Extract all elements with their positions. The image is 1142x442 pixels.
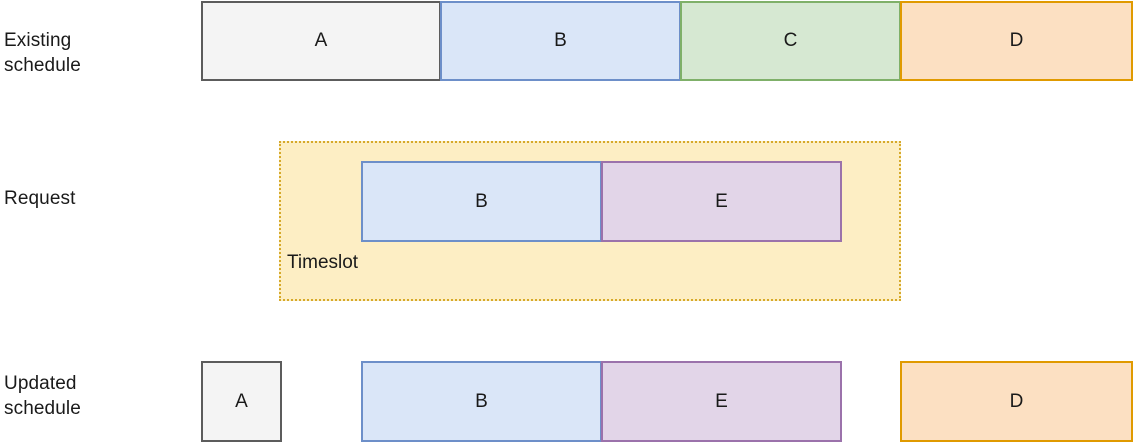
block-label-existing-a: A: [314, 30, 328, 51]
block-label-updated-a: A: [235, 390, 248, 412]
row-label-updated-schedule: Updated schedule: [4, 373, 81, 419]
schedule-block-existing-b[interactable]: B: [440, 1, 681, 81]
schedule-block-updated-d[interactable]: D: [900, 361, 1133, 442]
schedule-block-request-b[interactable]: B: [361, 161, 602, 242]
schedule-block-existing-c[interactable]: C: [680, 1, 901, 81]
schedule-block-updated-b[interactable]: B: [361, 361, 602, 442]
block-label-request-b: B: [475, 190, 488, 212]
timeslot-caption: Timeslot: [287, 252, 359, 273]
row-label-request: Request: [4, 188, 76, 209]
block-label-updated-e: E: [715, 390, 728, 412]
block-label-existing-b: B: [554, 30, 567, 51]
schedule-block-existing-a[interactable]: A: [201, 1, 441, 81]
schedule-block-updated-e[interactable]: E: [601, 361, 842, 442]
schedule-block-request-e[interactable]: E: [601, 161, 842, 242]
block-label-updated-b: B: [475, 390, 488, 412]
schedule-block-updated-a[interactable]: A: [201, 361, 282, 442]
row-label-existing-schedule: Existing schedule: [4, 30, 81, 76]
block-label-updated-d: D: [1009, 390, 1024, 412]
block-label-existing-c: C: [783, 30, 798, 51]
block-label-existing-d: D: [1009, 30, 1024, 51]
block-label-request-e: E: [715, 190, 728, 212]
schedule-block-existing-d[interactable]: D: [900, 1, 1133, 81]
